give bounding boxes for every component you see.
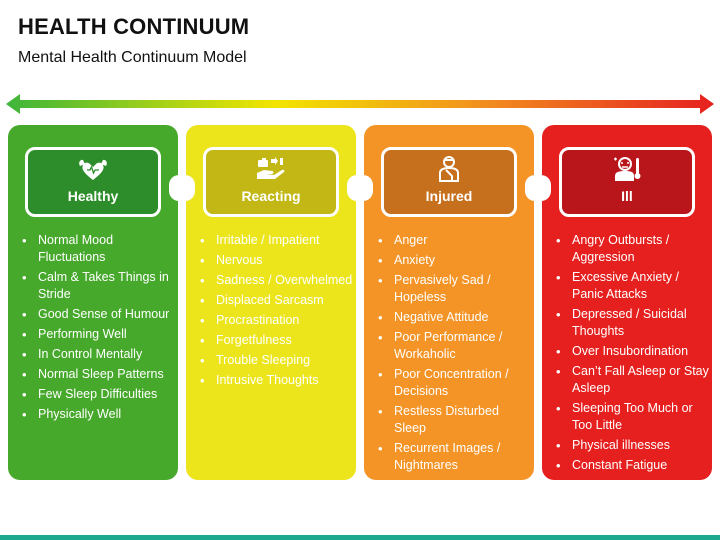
continuum-arrow <box>6 94 714 114</box>
list-item: Few Sleep Difficulties <box>16 386 176 403</box>
list-item: Sleeping Too Much or Too Little <box>550 400 710 434</box>
list-item: Recurrent Images / Nightmares <box>372 440 532 474</box>
list-item: Physically Well <box>16 406 176 423</box>
list-item: Trouble Sleeping <box>194 352 354 369</box>
list-item: Angry Outbursts / Aggression <box>550 232 710 266</box>
column-notch <box>169 175 179 201</box>
symptom-list: Normal Mood FluctuationsCalm & Takes Thi… <box>16 232 176 426</box>
list-item: Can’t Fall Asleep or Stay Asleep <box>550 363 710 397</box>
list-item: In Control Mentally <box>16 346 176 363</box>
list-item: Negative Attitude <box>372 309 532 326</box>
list-item: Restless Disturbed Sleep <box>372 403 532 437</box>
column-label: Ill <box>621 188 633 204</box>
column-reacting: Reacting Irritable / ImpatientNervousSad… <box>185 125 357 480</box>
column-healthy: Healthy Normal Mood FluctuationsCalm & T… <box>8 125 179 480</box>
column-header: Injured <box>381 147 517 217</box>
column-header: Ill <box>559 147 695 217</box>
helping-hand-icon <box>206 156 336 182</box>
list-item: Excessive Anxiety / Panic Attacks <box>550 269 710 303</box>
list-item: Anger <box>372 232 532 249</box>
list-item: Nervous <box>194 252 354 269</box>
flexing-heart-icon <box>28 156 158 182</box>
column-label: Injured <box>425 188 473 204</box>
column-label: Healthy <box>67 188 119 204</box>
list-item: Anxiety <box>372 252 532 269</box>
list-item: Poor Concentration / Decisions <box>372 366 532 400</box>
list-item: Sadness / Overwhelmed <box>194 272 354 289</box>
list-item: Procrastination <box>194 312 354 329</box>
column-injured: Injured AngerAnxietyPervasively Sad / Ho… <box>363 125 535 480</box>
column-header: Healthy <box>25 147 161 217</box>
list-item: Forgetfulness <box>194 332 354 349</box>
page-subtitle: Mental Health Continuum Model <box>18 49 247 66</box>
list-item: Calm & Takes Things in Stride <box>16 269 176 303</box>
list-item: Displaced Sarcasm <box>194 292 354 309</box>
symptom-list: Irritable / ImpatientNervousSadness / Ov… <box>194 232 354 392</box>
footer-bar <box>0 535 720 540</box>
column-notch <box>347 175 357 201</box>
list-item: Constant Fatigue <box>550 457 710 474</box>
column-notch <box>541 175 551 201</box>
list-item: Poor Performance / Workaholic <box>372 329 532 363</box>
column-notch <box>363 175 373 201</box>
injured-person-icon <box>384 156 514 182</box>
list-item: Normal Sleep Patterns <box>16 366 176 383</box>
symptom-list: AngerAnxietyPervasively Sad / HopelessNe… <box>372 232 532 477</box>
list-item: Pervasively Sad / Hopeless <box>372 272 532 306</box>
list-item: Performing Well <box>16 326 176 343</box>
column-notch <box>525 175 535 201</box>
list-item: Depressed / Suicidal Thoughts <box>550 306 710 340</box>
column-notch <box>185 175 195 201</box>
list-item: Intrusive Thoughts <box>194 372 354 389</box>
page-title: HEALTH CONTINUUM <box>18 14 250 39</box>
list-item: Normal Mood Fluctuations <box>16 232 176 266</box>
symptom-list: Angry Outbursts / AggressionExcessive An… <box>550 232 710 477</box>
column-label: Reacting <box>241 188 301 204</box>
sick-person-thermometer-icon <box>562 156 692 182</box>
list-item: Irritable / Impatient <box>194 232 354 249</box>
list-item: Physical illnesses <box>550 437 710 454</box>
column-header: Reacting <box>203 147 339 217</box>
column-ill: Ill Angry Outbursts / AggressionExcessiv… <box>541 125 712 480</box>
list-item: Good Sense of Humour <box>16 306 176 323</box>
list-item: Over Insubordination <box>550 343 710 360</box>
